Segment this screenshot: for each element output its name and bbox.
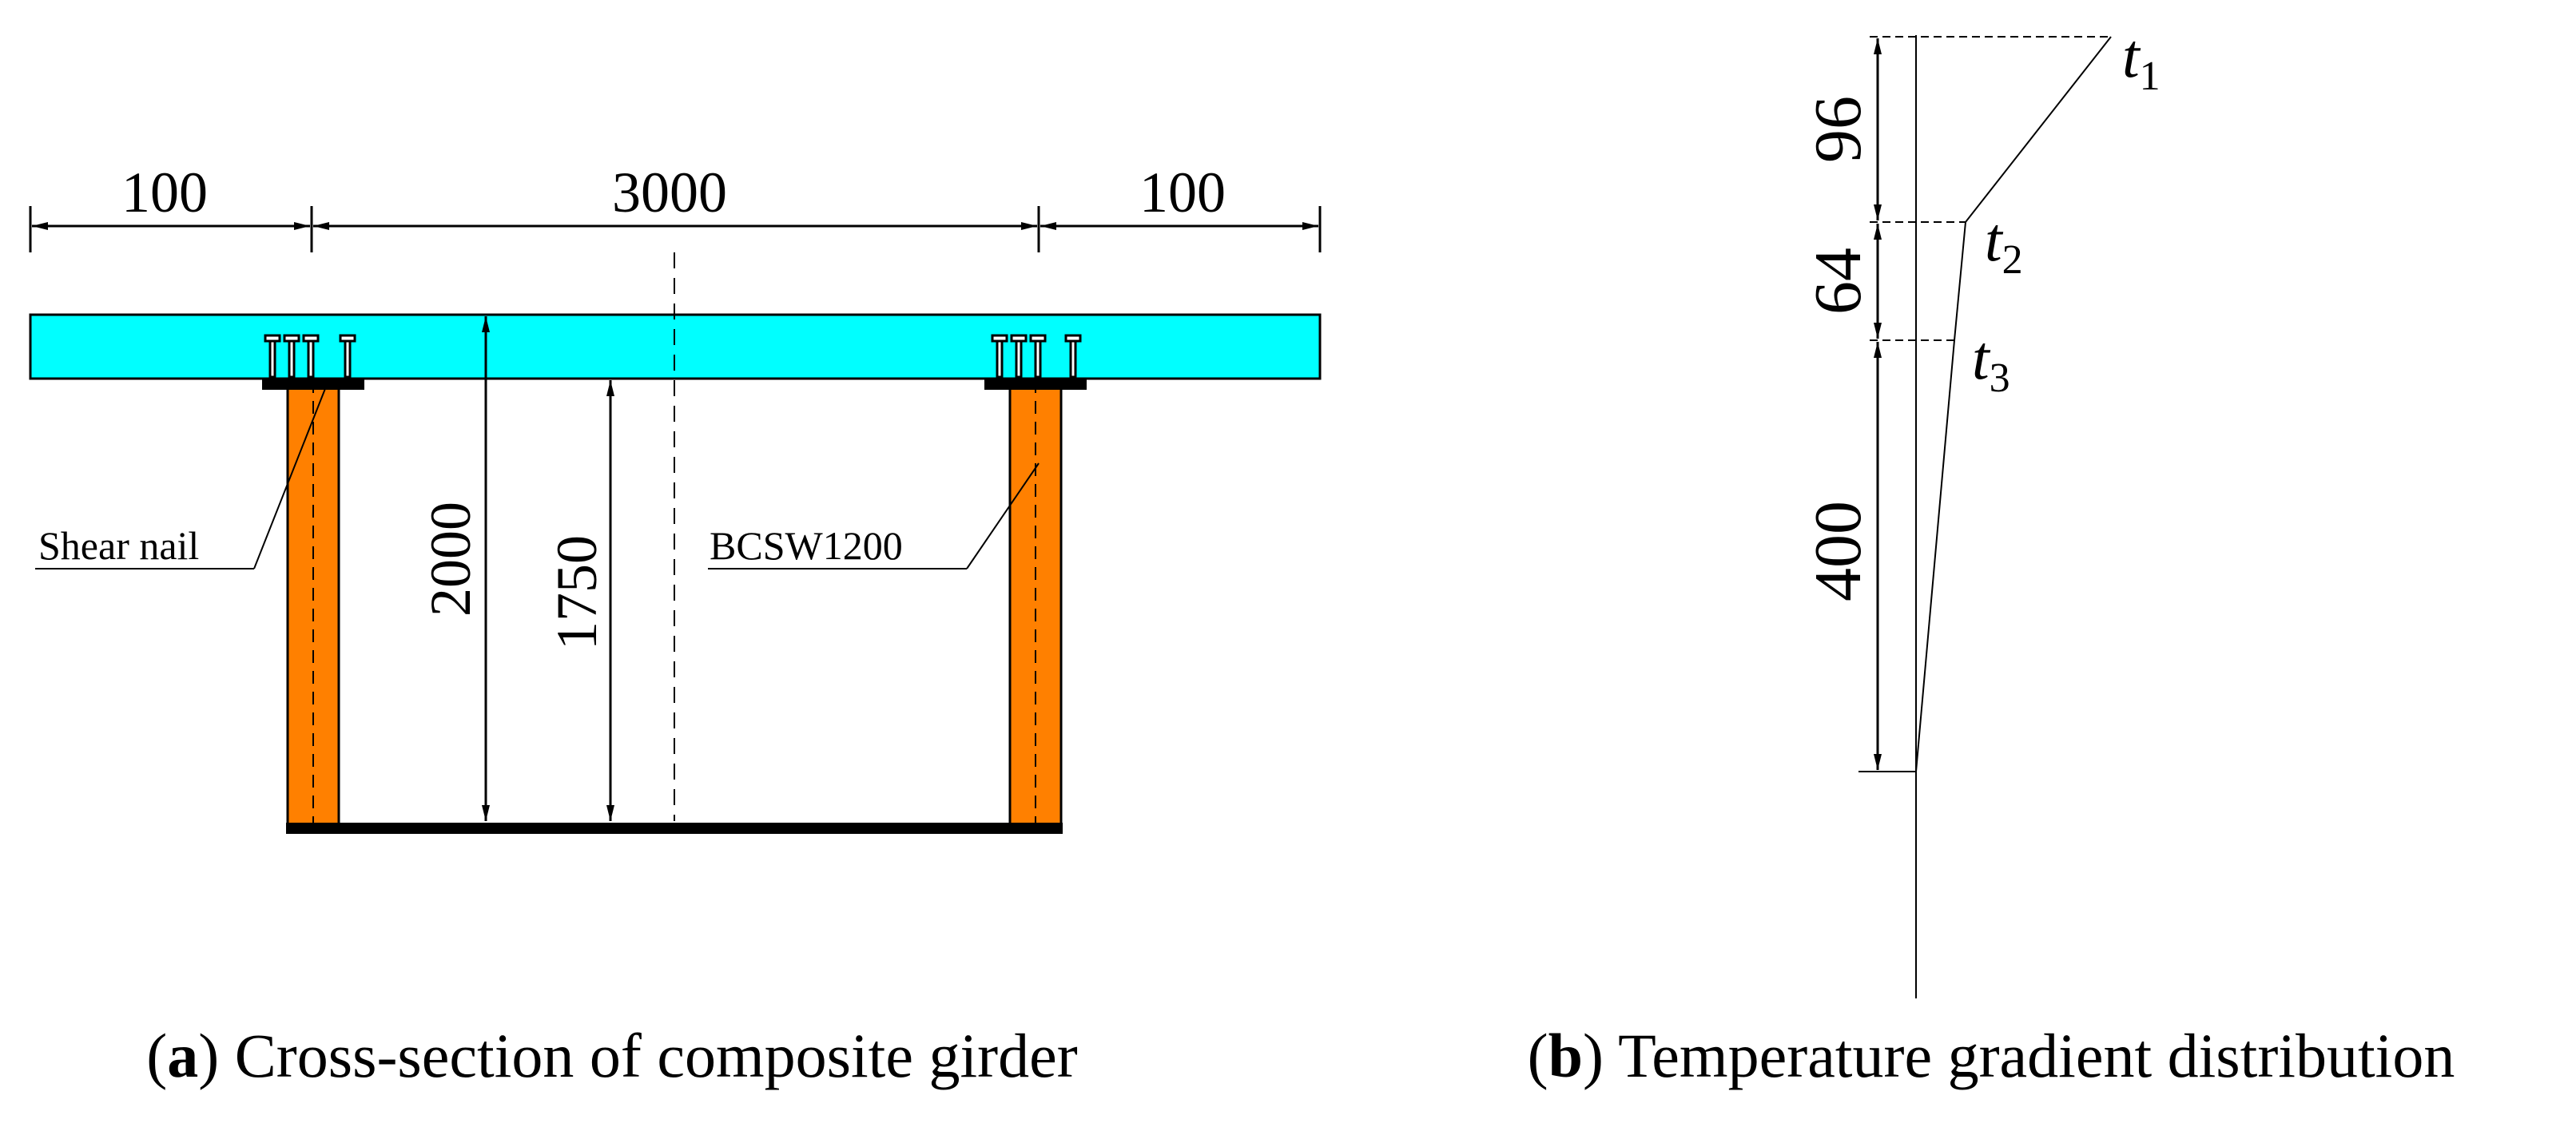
- shear-nail-head: [339, 334, 356, 343]
- dim-right-overhang-value: 100: [1139, 161, 1226, 224]
- shear-nail: [1069, 337, 1077, 379]
- shear-nail-head: [264, 334, 281, 343]
- bottom-flange: [286, 823, 1063, 834]
- shear-nail-leader: [253, 378, 330, 569]
- shear-nail-head: [283, 334, 300, 343]
- shear-nail-head: [302, 334, 320, 343]
- shear-nail: [344, 337, 352, 379]
- temp-label-t3: t3: [1972, 323, 2010, 401]
- left-top-flange: [262, 379, 364, 390]
- web-leader: [966, 462, 1040, 569]
- temp-label-t1: t1: [2122, 21, 2161, 99]
- shear-nail-head: [1029, 334, 1047, 343]
- panel-b-temperature-gradient: 96 64 400 t1 t2 t3 (b) Temperature gradi…: [1528, 21, 2455, 1090]
- shear-nail: [996, 337, 1004, 379]
- shear-nail: [268, 337, 276, 379]
- caption-a-open: (: [146, 1021, 167, 1090]
- dim-bottom-layer-value: 400: [1801, 501, 1875, 601]
- shear-nail-label: Shear nail: [38, 523, 199, 568]
- caption-a: (a) Cross-section of composite girder: [146, 1021, 1077, 1090]
- caption-b-text: Temperature gradient distribution: [1604, 1021, 2455, 1090]
- caption-a-text: Cross-section of composite girder: [219, 1021, 1077, 1090]
- shear-nail: [1015, 337, 1023, 379]
- dim-web-height-value: 1750: [545, 535, 609, 650]
- shear-nail: [1034, 337, 1042, 379]
- web-label: BCSW1200: [710, 523, 903, 568]
- caption-b-letter: b: [1548, 1021, 1583, 1090]
- dim-mid-layer-value: 64: [1801, 248, 1875, 315]
- caption-a-letter: a: [167, 1021, 198, 1090]
- dim-span-value: 3000: [612, 161, 727, 224]
- shear-nail: [307, 337, 315, 379]
- caption-b-open: (: [1528, 1021, 1548, 1090]
- temperature-profile: [1915, 36, 2112, 772]
- panel-a-cross-section: 100 3000 100: [29, 161, 1322, 1090]
- shear-nail-head: [991, 334, 1008, 343]
- shear-nail-head: [1010, 334, 1028, 343]
- right-top-flange: [984, 379, 1087, 390]
- dim-total-height-value: 2000: [419, 502, 483, 617]
- horizontal-dimension: 100 3000 100: [29, 161, 1322, 252]
- shear-nails-right: [991, 334, 1082, 379]
- dim-top-layer-value: 96: [1801, 96, 1875, 163]
- dim-left-overhang-value: 100: [121, 161, 208, 224]
- shear-nails-left: [264, 334, 356, 379]
- caption-b-close: ): [1583, 1021, 1604, 1090]
- caption-b: (b) Temperature gradient distribution: [1528, 1021, 2455, 1090]
- shear-nail-head: [1064, 334, 1082, 343]
- shear-nail: [288, 337, 296, 379]
- temp-label-t2: t2: [1985, 204, 2023, 283]
- caption-a-close: ): [198, 1021, 219, 1090]
